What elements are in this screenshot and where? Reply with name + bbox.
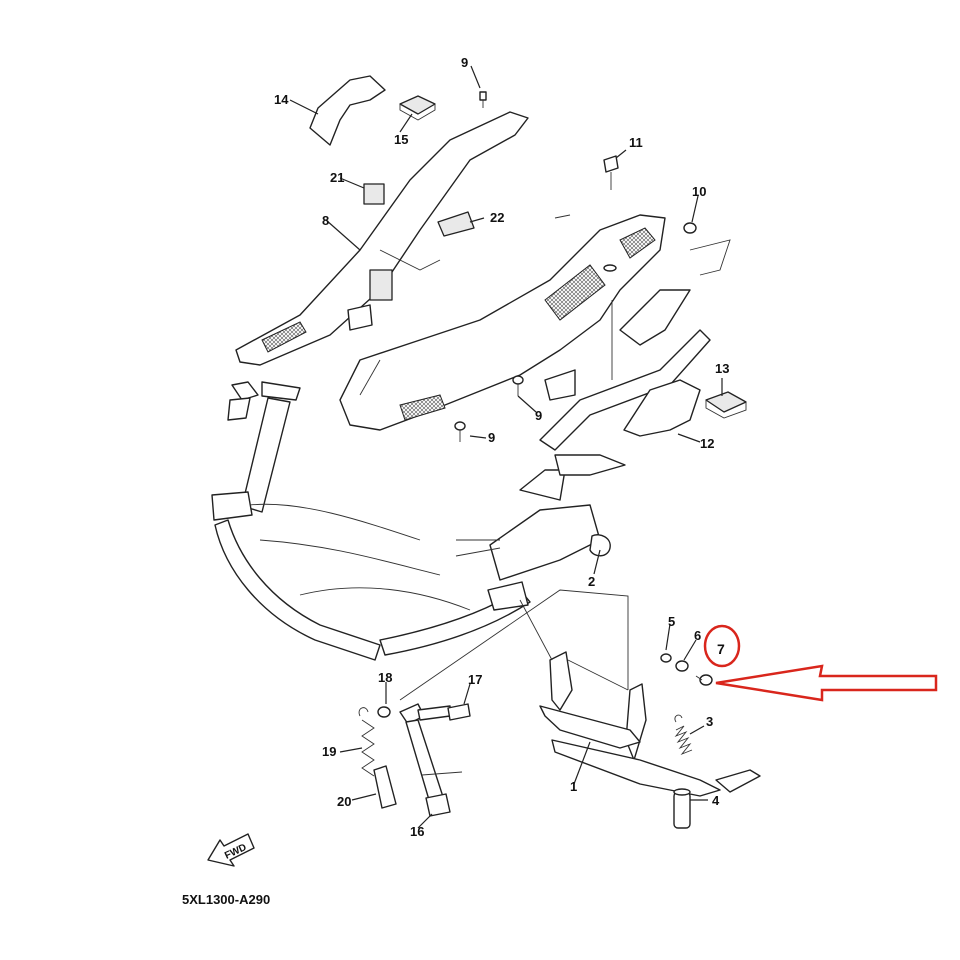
callout-21: 21: [330, 170, 344, 185]
callout-8: 8: [322, 213, 329, 228]
callout-9: 9: [461, 55, 468, 70]
part-7-bolt: [695, 674, 713, 686]
callout-17: 17: [468, 672, 482, 687]
callout-15: 15: [394, 132, 408, 147]
callout-4: 4: [712, 793, 720, 808]
callout-11: 11: [629, 135, 643, 150]
callout-9b: 9: [535, 408, 542, 423]
part-3-spring: [674, 714, 693, 756]
part-13: [705, 391, 747, 419]
part-21: [363, 183, 385, 205]
part-12: [623, 379, 701, 437]
callout-12: 12: [700, 436, 714, 451]
highlight-circle: [703, 624, 741, 668]
highlight-arrow: [715, 664, 938, 702]
screw-11: [603, 155, 619, 190]
screw-9-mid: [512, 375, 524, 396]
callout-16: 16: [410, 824, 424, 839]
callout-labels: 9 14 15 11 21 10 8 22 13 9 12 9 2 5 6 18…: [274, 55, 729, 839]
part-5-washer: [660, 653, 672, 663]
part-4-pin: [673, 788, 691, 829]
callout-19: 19: [322, 744, 336, 759]
callout-18: 18: [378, 670, 392, 685]
callout-6: 6: [694, 628, 701, 643]
side-stand: [399, 703, 463, 817]
screw-9-top: [479, 91, 487, 108]
part-18-nut: [377, 706, 391, 718]
screw-9-low: [454, 421, 466, 442]
main-stand: [539, 651, 761, 797]
callout-1: 1: [570, 779, 577, 794]
part-15: [399, 95, 436, 121]
callout-20: 20: [337, 794, 351, 809]
callout-5: 5: [668, 614, 675, 629]
callout-13: 13: [715, 361, 729, 376]
leader-lines: [289, 65, 723, 829]
callout-10: 10: [692, 184, 706, 199]
footrest-board: [339, 214, 666, 431]
fwd-arrow: FWD: [207, 833, 255, 867]
part-6-washer: [675, 660, 689, 672]
part-14: [309, 75, 386, 146]
callout-2: 2: [588, 574, 595, 589]
part-22: [437, 211, 475, 237]
callout-7: 7: [717, 641, 725, 657]
screw-10: [683, 222, 697, 234]
part-20-pin: [373, 765, 397, 809]
part-19-spring: [358, 707, 375, 777]
part-17-bolt: [447, 703, 471, 721]
callout-3: 3: [706, 714, 713, 729]
callout-22: 22: [490, 210, 504, 225]
diagram-code: 5XL1300-A290: [182, 892, 270, 907]
fwd-arrow-icon: [207, 833, 255, 867]
callout-9c: 9: [488, 430, 495, 445]
leg-shield-cover: [235, 111, 529, 366]
frame: [211, 239, 731, 661]
callout-14: 14: [274, 92, 289, 107]
highlight-part-7: 7: [703, 624, 938, 702]
